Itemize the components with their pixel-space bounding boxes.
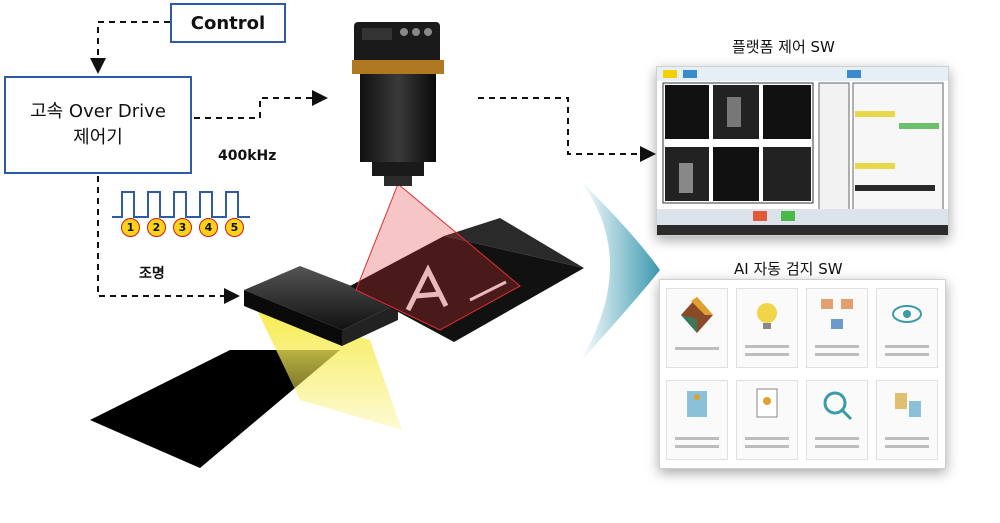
light-bar-front [244, 290, 342, 346]
platform-sw-title: 플랫폼 제어 SW [732, 38, 835, 56]
frequency-label: 400kHz [218, 148, 277, 164]
connector-driver-to-light [97, 176, 240, 304]
ai-tile-7 [806, 380, 868, 460]
driver-label-line2: 제어기 [73, 127, 123, 148]
pulse-train [112, 191, 250, 218]
puzzle-icon [687, 391, 707, 417]
connector-driver-to-camera [194, 90, 328, 119]
ai-tile-5 [666, 380, 728, 460]
light-beam [258, 312, 402, 430]
ai-tile-2 [736, 288, 798, 368]
platform-sw-screenshot [656, 66, 949, 236]
over-drive-controller-box: 고속 Over Drive 제어기 [4, 76, 192, 174]
sheet-fold [444, 218, 584, 268]
refresh-icon [895, 393, 921, 417]
driver-label-line1: 고속 Over Drive [30, 101, 166, 122]
control-label: Control [190, 12, 266, 34]
light-bar-side [342, 304, 398, 346]
light-bar-top [244, 266, 398, 330]
document-icon [756, 388, 778, 418]
sample-letter [405, 264, 449, 312]
control-box: Control [170, 3, 286, 43]
connector-control-to-driver [90, 21, 170, 74]
pulse-number-3: 3 [173, 218, 192, 237]
sample-line [469, 280, 507, 302]
ai-tile-6 [736, 380, 798, 460]
camera [352, 22, 444, 186]
eye-icon [892, 305, 922, 323]
ai-sw-screenshot [659, 279, 946, 469]
pulse-number-5: 5 [225, 218, 244, 237]
lighting-label: 조명 [139, 266, 165, 282]
laser-cone [355, 183, 521, 331]
conveyor-sheet-bottom [90, 350, 340, 468]
lightbulb-icon [757, 303, 777, 329]
dashed-connectors [90, 21, 656, 304]
big-arrow [580, 180, 660, 362]
ai-tile-1 [666, 288, 728, 368]
connector-camera-to-platform [478, 97, 656, 162]
ai-tile-4 [876, 288, 938, 368]
diamond-logo-icon [681, 297, 713, 333]
pulse-number-2: 2 [147, 218, 166, 237]
platform-sw-mock [657, 67, 948, 235]
magnifier-icon [823, 391, 853, 421]
ai-tile-8 [876, 380, 938, 460]
pulse-number-1: 1 [121, 218, 140, 237]
pulse-number-4: 4 [199, 218, 218, 237]
ai-sw-title: AI 자동 검지 SW [734, 260, 843, 278]
network-icon [821, 299, 853, 329]
ai-tile-3 [806, 288, 868, 368]
